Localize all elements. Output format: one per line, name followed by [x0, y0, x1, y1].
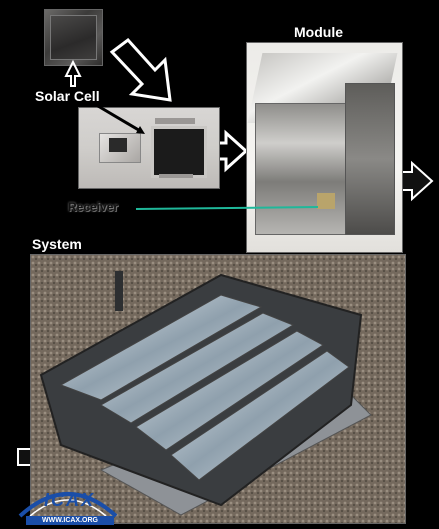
receiver-photo [78, 107, 220, 189]
system-label: System [32, 236, 82, 252]
system-photo [30, 254, 406, 524]
concentrator-array-graphic [31, 255, 405, 523]
solar-cell-photo [44, 9, 103, 66]
arrow-diagonal-icon [109, 37, 172, 102]
module-label: Module [294, 24, 343, 40]
icax-arc-icon [18, 492, 118, 518]
arrow-up-icon [64, 59, 82, 87]
module-photo [246, 42, 403, 253]
icax-logo: ICAX WWW.ICAX.ORG [10, 476, 126, 528]
icax-logo-url[interactable]: WWW.ICAX.ORG [26, 516, 114, 525]
solar-cell-label: Solar Cell [35, 88, 100, 104]
receiver-label: Receiver [68, 200, 119, 214]
icax-logo-text: ICAX [44, 490, 96, 510]
